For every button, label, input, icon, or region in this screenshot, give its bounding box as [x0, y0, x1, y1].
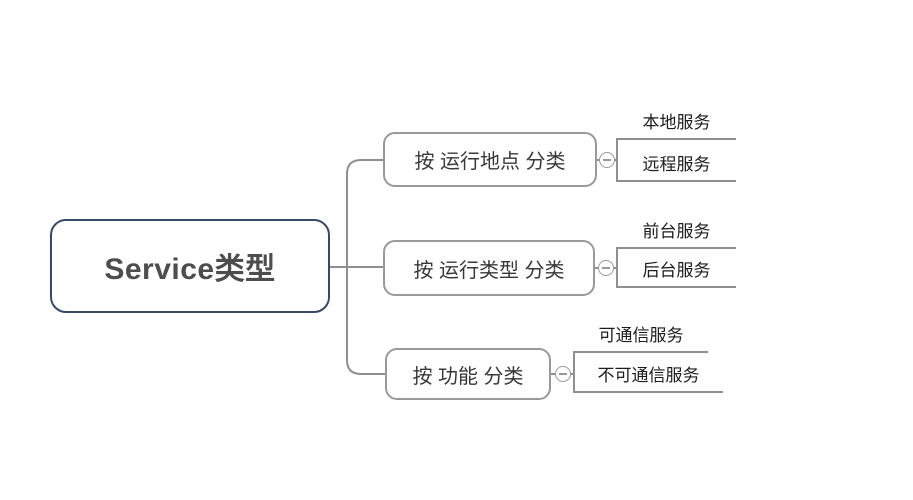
leaf-topic-remote-service[interactable]: 远程服务 [617, 145, 736, 181]
leaf-topic-label: 远程服务 [642, 155, 711, 174]
connector-root-to-branch-1 [346, 159, 383, 267]
connector-leaf-group-3 [573, 351, 723, 393]
leaf-topic-foreground-service[interactable]: 前台服务 [617, 212, 736, 248]
leaf-topic-label: 前台服务 [642, 222, 711, 241]
minus-icon [603, 159, 611, 161]
collapse-button-branch-1[interactable] [599, 152, 615, 168]
branch-topic-label: 按 功能 分类 [412, 365, 524, 388]
branch-topic-run-type[interactable]: 按 运行类型 分类 [383, 240, 595, 296]
connector-root-to-branch-3 [346, 267, 385, 375]
leaf-topic-non-communicable-service[interactable]: 不可通信服务 [574, 356, 723, 392]
root-topic-service-type[interactable]: Service类型 [50, 219, 330, 313]
root-topic-label: Service类型 [104, 253, 276, 286]
branch-topic-label: 按 运行类型 分类 [413, 259, 565, 282]
leaf-topic-label: 本地服务 [642, 113, 711, 132]
branch-topic-run-location[interactable]: 按 运行地点 分类 [383, 132, 597, 187]
collapse-button-branch-3[interactable] [555, 366, 571, 382]
connector-leaf-group-2 [616, 247, 736, 288]
minus-icon [602, 267, 610, 269]
leaf-topic-communicable-service[interactable]: 可通信服务 [574, 316, 708, 352]
branch-topic-label: 按 运行地点 分类 [414, 151, 566, 173]
branch-topic-function[interactable]: 按 功能 分类 [385, 348, 551, 400]
leaf-topic-label: 后台服务 [642, 261, 711, 280]
connector-leaf-group-1 [616, 138, 736, 182]
leaf-topic-label: 可通信服务 [598, 326, 684, 345]
leaf-topic-label: 不可通信服务 [597, 366, 700, 385]
minus-icon [559, 373, 567, 375]
collapse-button-branch-2[interactable] [598, 260, 614, 276]
leaf-topic-local-service[interactable]: 本地服务 [617, 103, 736, 139]
leaf-topic-background-service[interactable]: 后台服务 [617, 251, 736, 287]
